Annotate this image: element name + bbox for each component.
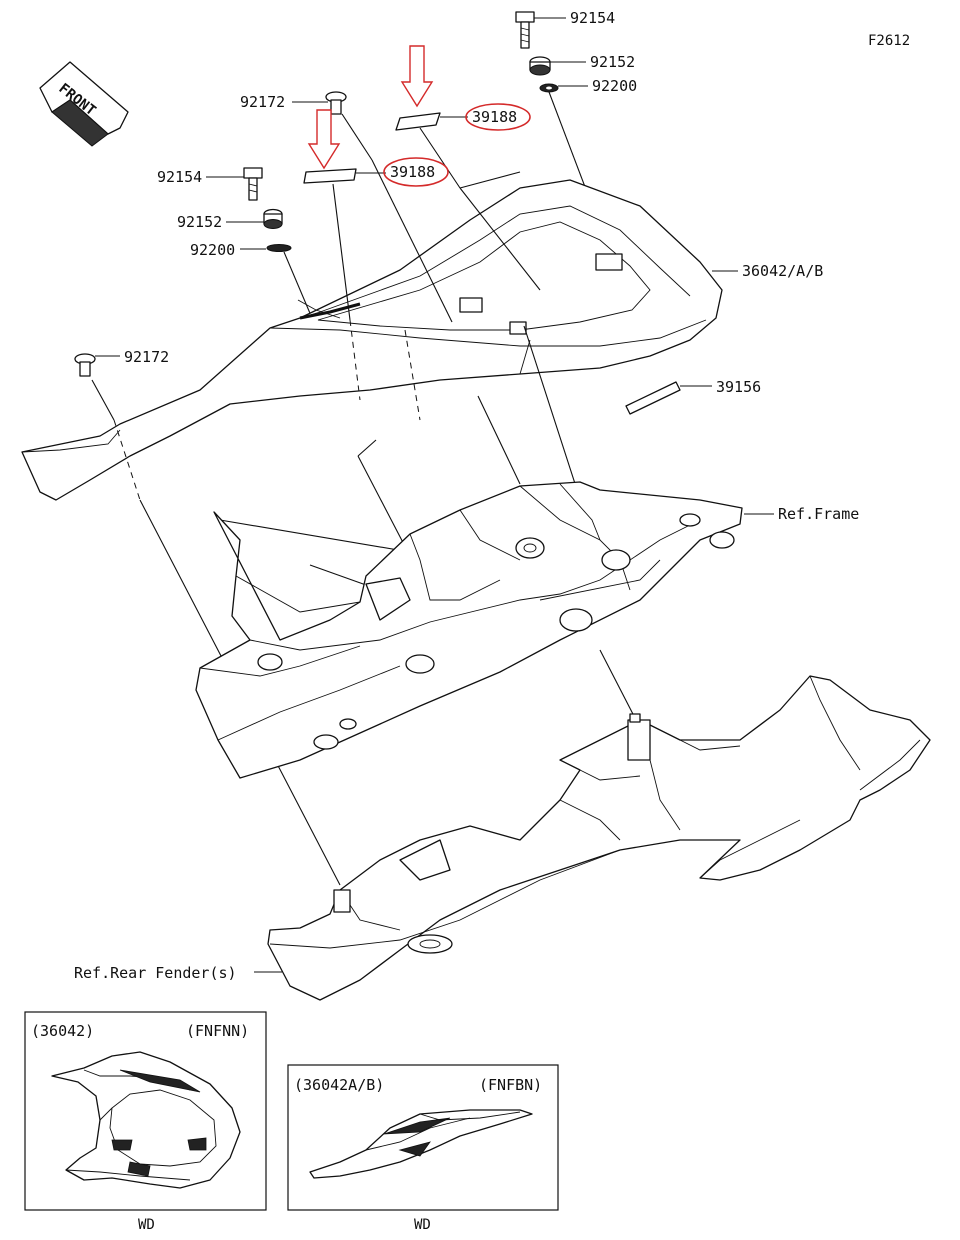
inset-right-cowl-icon (309, 1109, 533, 1179)
clip-92172-top-icon (325, 91, 347, 115)
collar-92152-top-icon (529, 56, 551, 76)
red-arrow-upper-icon (400, 45, 434, 108)
seat-cowl-part (21, 179, 723, 501)
callout-92172-left: 92172 (124, 348, 169, 366)
front-arrow-icon: FRONT (39, 61, 129, 147)
red-arrow-lower-icon (307, 109, 341, 170)
inset-left-part-no: (36042) (31, 1022, 94, 1040)
rear-frame-part (195, 481, 743, 779)
callout-92200-left: 92200 (190, 241, 235, 259)
washer-92200-left-icon (266, 244, 292, 252)
label-39188-lower-shape (303, 168, 357, 184)
callout-ref-frame: Ref.Frame (778, 505, 859, 523)
inset-left-variant: (FNFNN) (186, 1022, 249, 1040)
callout-92172-top: 92172 (240, 93, 285, 111)
callout-92154-top: 92154 (570, 9, 615, 27)
inset-right-variant: (FNFBN) (479, 1076, 542, 1094)
inset-right-part-no: (36042A/B) (294, 1076, 384, 1094)
callout-ref-rear-fender: Ref.Rear Fender(s) (74, 964, 237, 982)
callout-39156: 39156 (716, 378, 761, 396)
rear-fender-part (267, 675, 931, 1001)
label-39188-upper-shape (395, 112, 441, 131)
bolt-92154-top-icon (515, 11, 535, 49)
bolt-92154-left-icon (243, 167, 263, 201)
inset-left-footer: WD (138, 1217, 155, 1233)
callout-92154-left: 92154 (157, 168, 202, 186)
figure-code: F2612 (868, 33, 910, 49)
highlight-ring-upper (465, 103, 531, 131)
inset-36042-box: (36042) (FNFNN) WD (24, 1011, 267, 1233)
callout-92152-left: 92152 (177, 213, 222, 231)
callout-92152-top: 92152 (590, 53, 635, 71)
label-39156-shape (625, 381, 681, 415)
highlight-ring-lower (383, 157, 449, 187)
callout-36042-cover: 36042/A/B (742, 262, 823, 280)
callout-39188-lower: 39188 (390, 163, 435, 181)
clip-92172-left-icon (74, 353, 96, 377)
washer-92200-top-icon (539, 83, 559, 93)
callout-39188-upper: 39188 (472, 108, 517, 126)
inset-36042ab-box: (36042A/B) (FNFBN) WD (287, 1064, 559, 1233)
collar-92152-left-icon (263, 208, 283, 229)
callout-92200-top: 92200 (592, 77, 637, 95)
inset-left-cowl-icon (51, 1051, 241, 1189)
inset-right-footer: WD (414, 1217, 431, 1233)
